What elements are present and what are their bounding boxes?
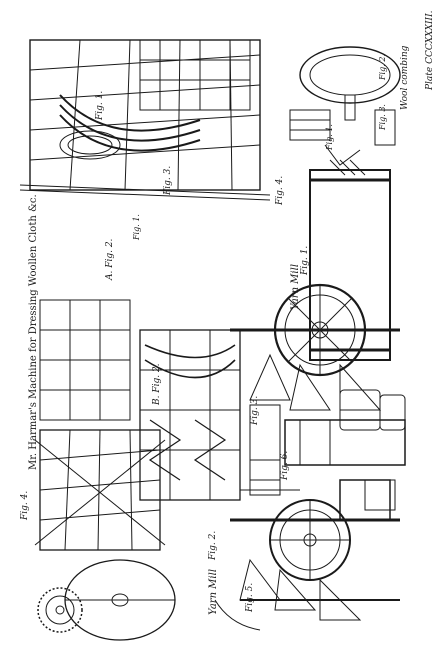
fig2b-frame-drawing: [139, 329, 241, 501]
yarn-mill-2-fig-label: Fig. 2.: [208, 530, 218, 560]
fig2a-frame-drawing: [39, 299, 131, 421]
fig3-top-label: Fig. 3.: [163, 165, 173, 195]
fig4-machine-drawing: [34, 429, 166, 551]
fig1-machine-drawing: [19, 39, 271, 201]
fig6-label: Fig. 6.: [280, 450, 290, 480]
yarn-mill-1-drawing: [230, 169, 406, 431]
fig4-left-label: Fig. 4.: [20, 490, 30, 520]
fig1-mid-label: Fig. 1.: [132, 214, 141, 240]
fig6-section-drawing: [240, 404, 406, 496]
wool-fig2-label: Fig. 2.: [378, 54, 387, 80]
fig5-label: Fig. 5.: [245, 582, 255, 612]
yarn-mill-1-fig-label: Fig. 1.: [300, 245, 310, 275]
wool-combing-label: Wool combing: [400, 45, 410, 110]
yarn-mill-2-drawing: [214, 479, 400, 631]
fig2-a-label: A. Fig. 2.: [105, 238, 115, 280]
fig2-b-label: B. Fig. 2.: [152, 363, 162, 405]
fig5-wheel-drawing: [37, 559, 176, 641]
wool-fig1-label: Fig. 1.: [325, 124, 334, 150]
plate-title: Mr. Harmar's Machine for Dressing Woolle…: [28, 194, 39, 470]
fig3-mid-label: Fig. 3.: [250, 395, 260, 425]
fig3-frame-drawing: [139, 39, 251, 111]
yarn-mill-2-label: Yarn Mill: [208, 568, 219, 615]
wool-combing-drawing: [289, 46, 401, 176]
wool-fig3-label: Fig. 3.: [378, 104, 387, 130]
plate-number: Plate CCCXXXIII.: [425, 10, 435, 90]
fig4-right-label: Fig. 4.: [275, 175, 285, 205]
fig1-top-label: Fig. 1.: [95, 90, 105, 120]
